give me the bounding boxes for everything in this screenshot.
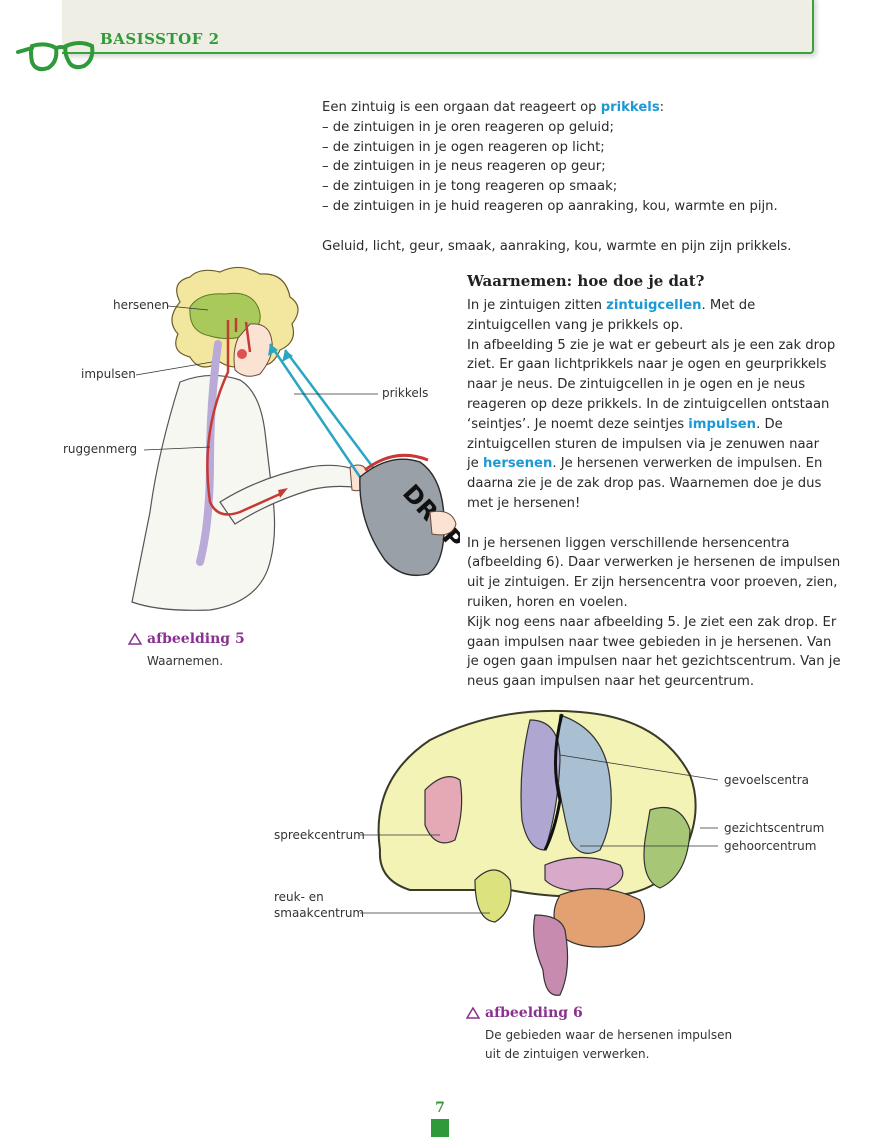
bullet-item: – de zintuigen in je ogen reageren op li… bbox=[322, 139, 605, 155]
label-ruggenmerg: ruggenmerg bbox=[63, 442, 138, 456]
cerebellum-shape bbox=[553, 888, 646, 948]
section-body: In je zintuigen zitten zintuigcellen. Me… bbox=[467, 298, 841, 690]
label-hersenen: hersenen bbox=[113, 298, 170, 312]
hearing-center-shape bbox=[544, 856, 624, 892]
speech-center-shape bbox=[424, 776, 463, 844]
bullet-item: – de zintuigen in je neus reageren op ge… bbox=[322, 159, 606, 175]
term-zintuigcellen: zintuigcellen bbox=[606, 298, 702, 313]
stimulus-arrow bbox=[284, 349, 376, 471]
label-gezichtscentrum: gezichtscentrum bbox=[724, 821, 825, 835]
label-gehoorcentrum: gehoorcentrum bbox=[724, 839, 817, 853]
figure6-caption-line1: De gebieden waar de hersenen impulsen bbox=[485, 1028, 733, 1042]
triangle-outline-icon bbox=[466, 1006, 480, 1019]
intro-text: Een zintuig is een orgaan dat reageert o… bbox=[322, 98, 842, 256]
parietal-lobe-shape bbox=[554, 714, 612, 854]
face-shape bbox=[233, 323, 273, 377]
intro-summary: Geluid, licht, geur, smaak, aanraking, k… bbox=[322, 238, 792, 254]
central-sulcus-line bbox=[543, 713, 564, 851]
term-impulsen: impulsen bbox=[688, 416, 757, 432]
nerve-path bbox=[206, 320, 281, 516]
term-prikkels: prikkels bbox=[600, 100, 660, 115]
spinal-cord-shape bbox=[196, 340, 222, 566]
figure6-caption-line2: uit de zintuigen verwerken. bbox=[485, 1047, 650, 1061]
label-prikkels: prikkels bbox=[382, 386, 429, 400]
label-smaakcentrum: smaakcentrum bbox=[274, 906, 365, 920]
figure5-caption-title: afbeelding 5 bbox=[147, 631, 245, 647]
motor-cortex-shape bbox=[520, 719, 561, 851]
visual-center-shape bbox=[643, 806, 691, 889]
figure5-caption-text: Waarnemen. bbox=[147, 654, 224, 668]
section-heading: Waarnemen: hoe doe je dat? bbox=[467, 272, 705, 290]
chapter-label: BASISSTOF 2 bbox=[100, 30, 220, 48]
hand-shape bbox=[429, 510, 457, 536]
glasses-icon bbox=[16, 41, 95, 72]
smell-taste-center-shape bbox=[474, 869, 512, 923]
figure6-caption-title: afbeelding 6 bbox=[485, 1005, 583, 1021]
brainstem-shape bbox=[533, 914, 569, 996]
chapter-header-tab bbox=[62, 0, 814, 54]
figure6-illustration bbox=[360, 709, 719, 996]
label-impulsen: impulsen bbox=[81, 367, 136, 381]
term-hersenen: hersenen bbox=[482, 456, 553, 472]
page-marker bbox=[431, 1119, 449, 1137]
label-reuk-en: reuk- en bbox=[274, 890, 324, 904]
page-number: 7 bbox=[435, 1100, 445, 1116]
bullet-item: – de zintuigen in je tong reageren op sm… bbox=[322, 179, 618, 195]
drop-bag-shape bbox=[359, 458, 445, 577]
coat-shape bbox=[131, 374, 276, 611]
bullet-item: – de zintuigen in je huid reageren op aa… bbox=[322, 198, 778, 214]
triangle-outline-icon bbox=[128, 632, 142, 645]
bullet-item: – de zintuigen in je oren reageren op ge… bbox=[322, 119, 614, 135]
brain-shape bbox=[189, 292, 261, 340]
label-gevoelscentra: gevoelscentra bbox=[724, 773, 809, 787]
stimulus-arrow bbox=[268, 343, 362, 478]
figure5-illustration: DROP bbox=[131, 266, 460, 611]
label-spreekcentrum: spreekcentrum bbox=[274, 828, 365, 842]
